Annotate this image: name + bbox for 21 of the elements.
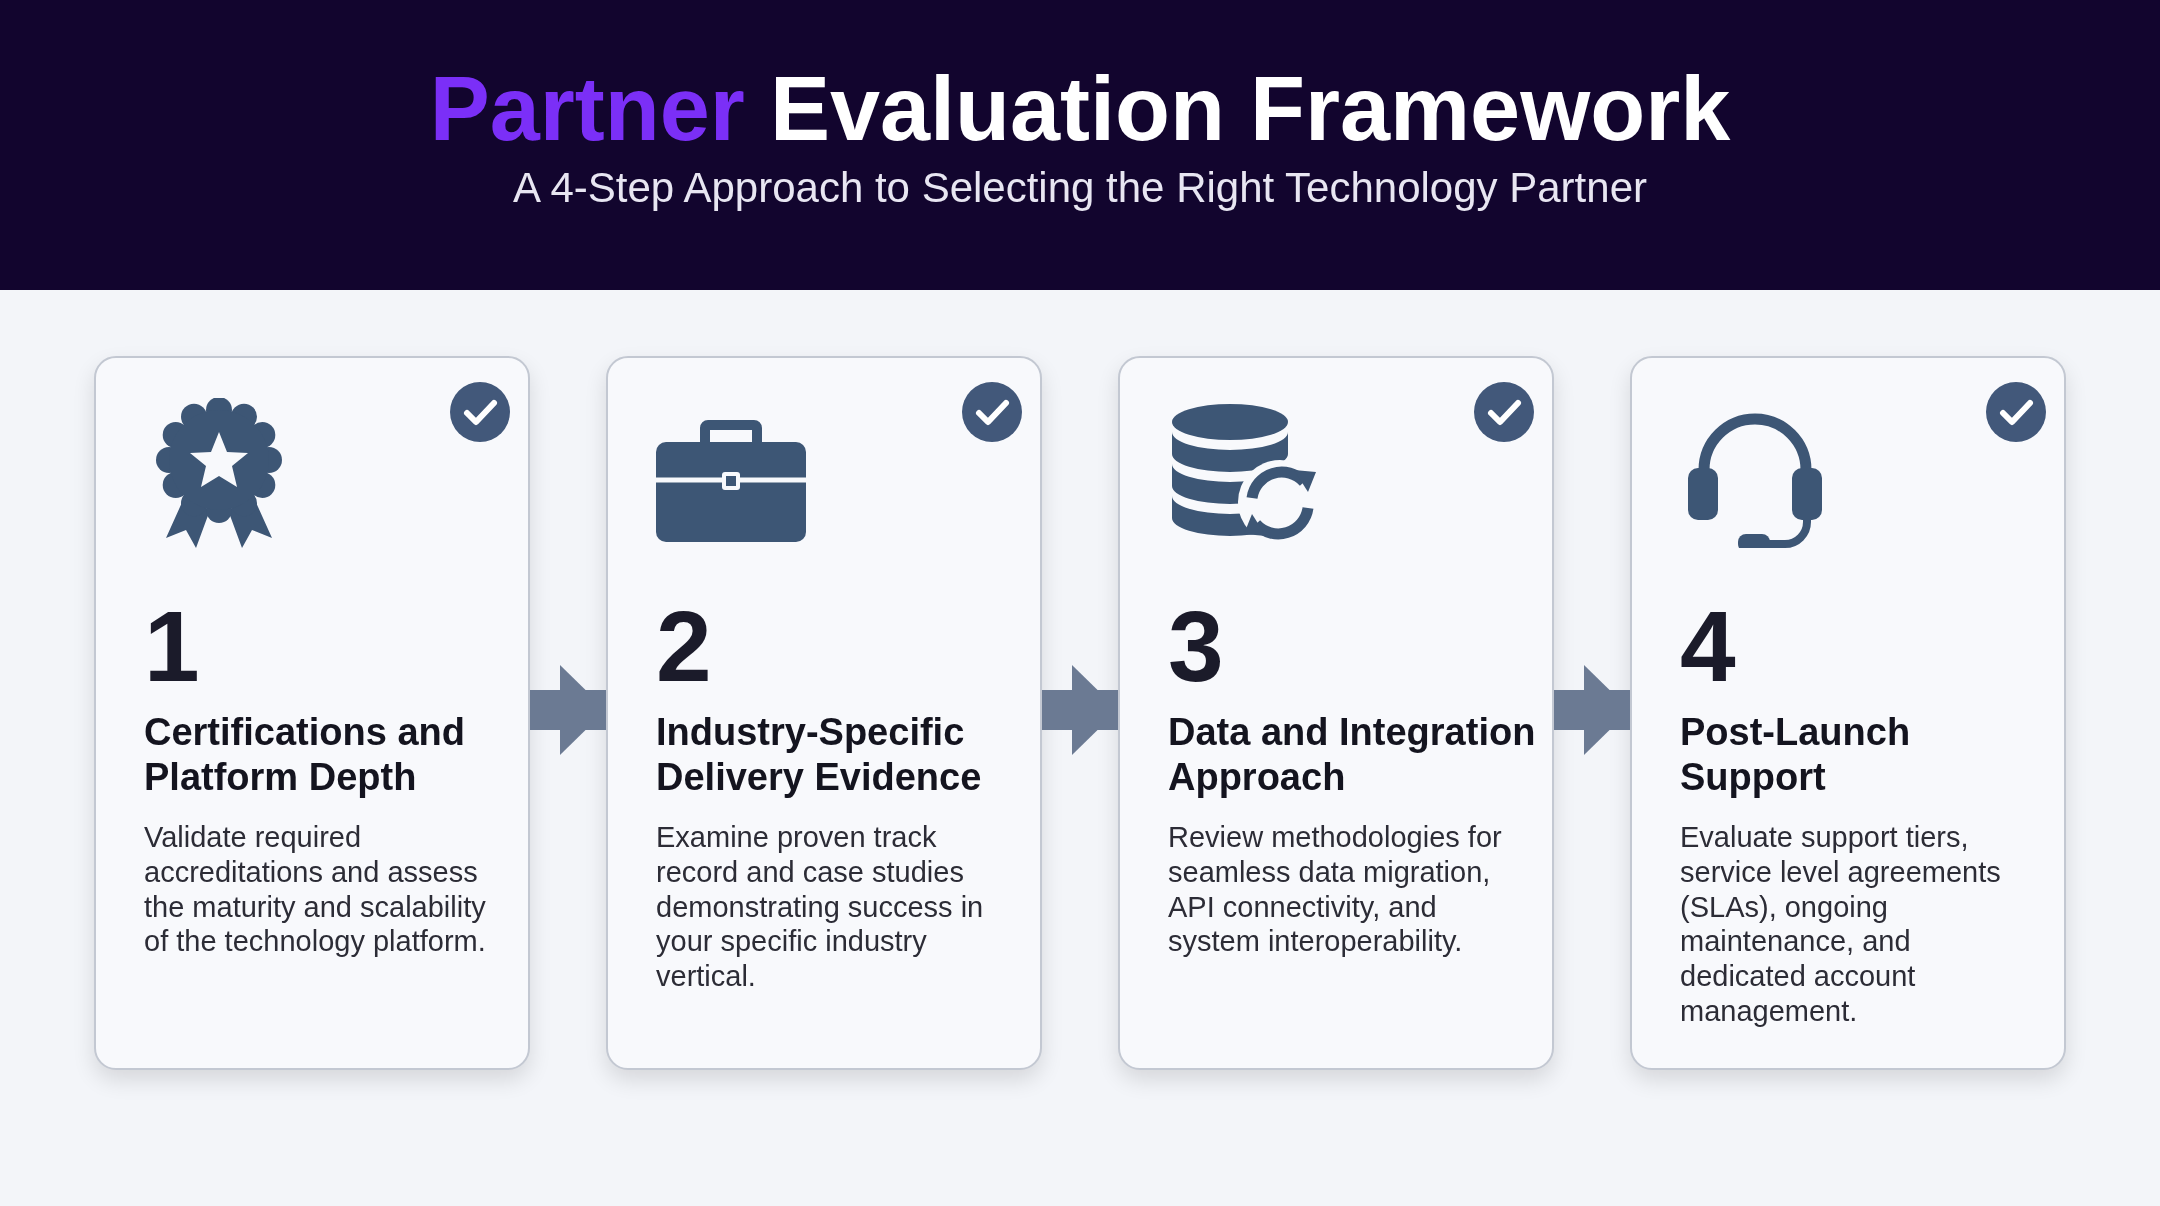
arrow <box>1554 665 1630 755</box>
title: Partner Evaluation Framework <box>428 58 1732 161</box>
step-description: Evaluate support tiers, service level agreements (SLAs), ongoing maintenance, and dedicated account management. <box>1680 820 2002 1029</box>
step-number: 4 <box>1680 596 1736 696</box>
step-card <box>94 356 530 1070</box>
step-heading: Industry-Specific Delivery Evidence <box>656 710 983 800</box>
step-description: Review methodologies for seamless data migration, API connectivity, and system interoperability. <box>1168 820 1503 960</box>
step-number: 1 <box>144 596 200 696</box>
step-description: Validate required accreditations and assess the maturity and scalability of the technology platform. <box>144 820 487 960</box>
step-number: 2 <box>656 596 712 696</box>
step-card <box>1118 356 1554 1070</box>
step-heading: Post-Launch Support <box>1680 710 1912 800</box>
step-heading: Certifications and Platform Depth <box>144 710 466 800</box>
step-number: 3 <box>1168 596 1224 696</box>
arrow <box>1042 665 1118 755</box>
step-card <box>1630 356 2066 1070</box>
step-description: Examine proven track record and case studies demonstrating success in your specific industry vertical. <box>656 820 985 994</box>
step-heading: Data and Integration Approach <box>1168 710 1537 800</box>
step-card <box>606 356 1042 1070</box>
arrow <box>530 665 606 755</box>
subtitle: A 4-Step Approach to Selecting the Right Technology Partner <box>512 164 1648 212</box>
